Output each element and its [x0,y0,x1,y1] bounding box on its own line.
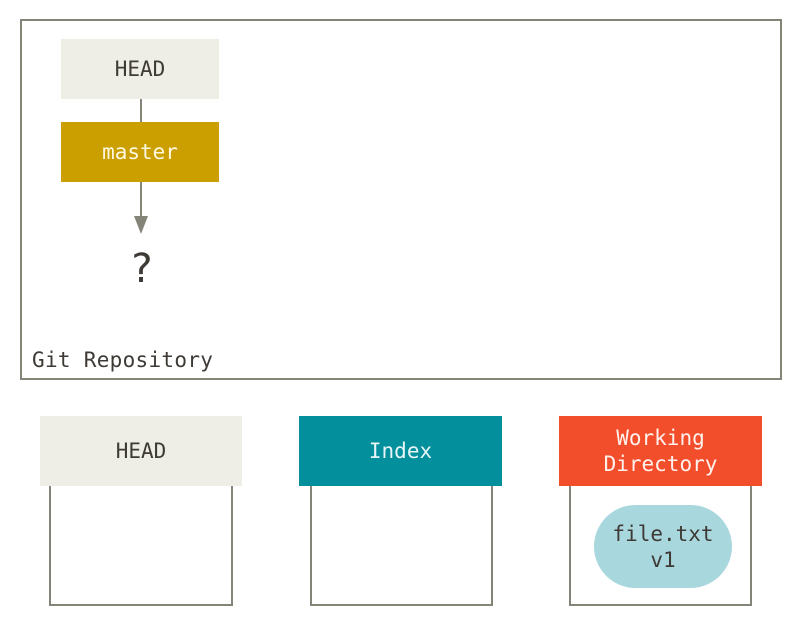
index-tree-contents [310,486,493,606]
arrow-head-icon [134,216,148,234]
working-directory-contents [569,486,752,606]
repo-head-pointer: HEAD [61,39,219,99]
working-directory-label-line1: Working [616,426,705,450]
git-repository-label: Git Repository [32,348,214,372]
head-tree-header: HEAD [40,416,242,486]
master-branch-pointer: master [61,122,219,182]
file-txt-v1-blob: file.txt v1 [594,505,732,588]
working-directory-header: Working Directory [559,416,762,486]
file-version-label: v1 [650,547,676,572]
index-tree-header: Index [299,416,502,486]
working-directory-label-line2: Directory [603,452,718,476]
unknown-commit-marker: ? [131,246,153,292]
repo-head-label: HEAD [114,57,166,81]
index-tree-label: Index [368,439,433,463]
git-repository-frame [20,19,782,380]
master-branch-label: master [102,140,178,164]
head-tree-contents [49,486,233,606]
file-name-label: file.txt [612,521,714,546]
head-tree-label: HEAD [115,439,167,463]
